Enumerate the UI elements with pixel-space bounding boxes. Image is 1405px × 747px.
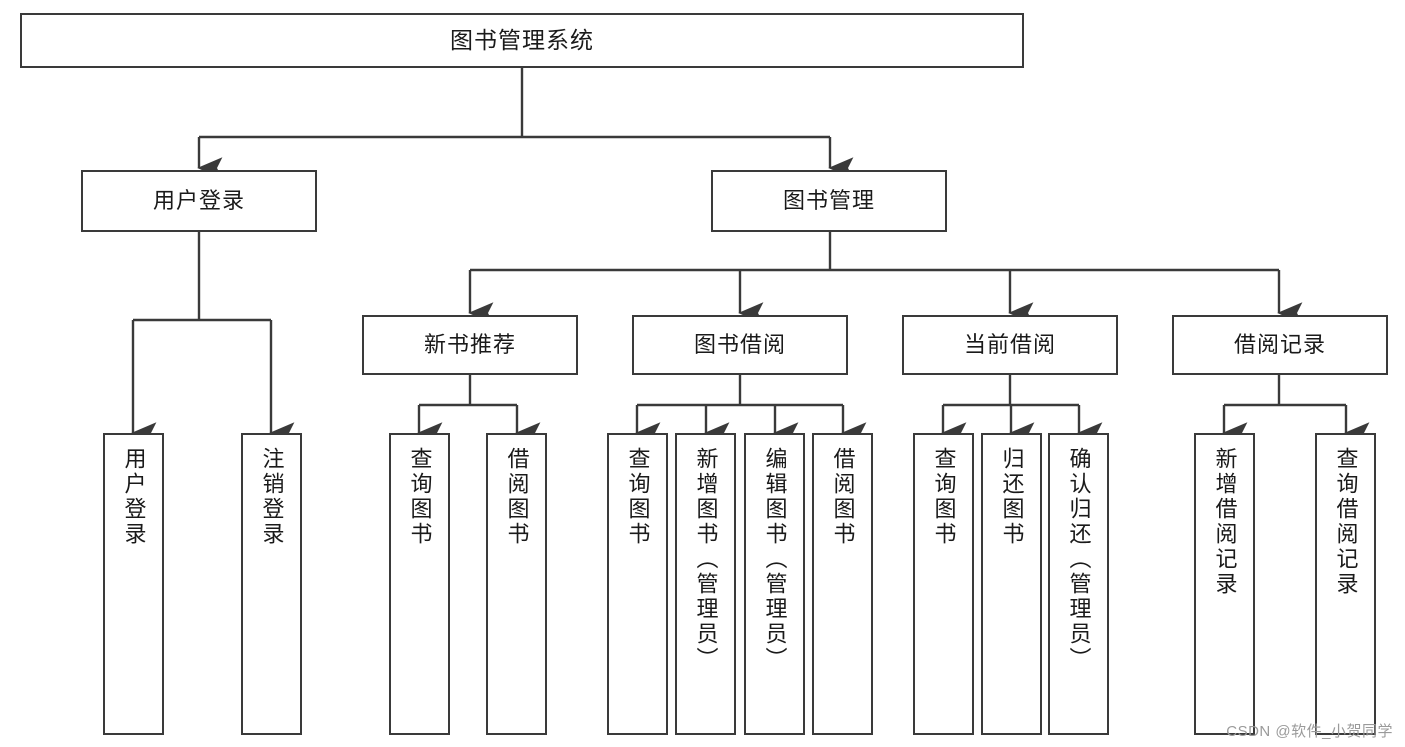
node-label: 查询图书 (931, 447, 957, 547)
node-label: 新书推荐 (423, 332, 516, 358)
node-label: 查询图书 (625, 447, 651, 547)
node-label: 归还图书 (999, 447, 1025, 547)
leaf-user-login[interactable]: 用户登录 (103, 433, 164, 735)
node-label: 图书管理 (782, 188, 875, 214)
leaf-borrow-book-recommend[interactable]: 借阅图书 (486, 433, 547, 735)
node-label: 借阅图书 (504, 447, 530, 547)
node-label: 借阅图书 (830, 447, 856, 547)
node-label: 图书借阅 (693, 332, 786, 358)
node-label: 编辑图书（管理员） (762, 447, 788, 672)
node-borrow-record[interactable]: 借阅记录 (1172, 315, 1388, 375)
node-label: 查询借阅记录 (1333, 447, 1359, 597)
node-label: 用户登录 (152, 188, 245, 214)
leaf-return-book[interactable]: 归还图书 (981, 433, 1042, 735)
leaf-logout[interactable]: 注销登录 (241, 433, 302, 735)
leaf-query-borrow-record[interactable]: 查询借阅记录 (1315, 433, 1376, 735)
node-label: 当前借阅 (963, 332, 1056, 358)
node-label: 图书管理系统 (450, 27, 594, 54)
node-label: 用户登录 (121, 447, 147, 547)
leaf-borrow-book[interactable]: 借阅图书 (812, 433, 873, 735)
leaf-confirm-return-admin[interactable]: 确认归还（管理员） (1048, 433, 1109, 735)
node-root-system[interactable]: 图书管理系统 (20, 13, 1024, 68)
node-label: 新增借阅记录 (1212, 447, 1238, 597)
leaf-add-borrow-record[interactable]: 新增借阅记录 (1194, 433, 1255, 735)
node-book-borrow[interactable]: 图书借阅 (632, 315, 848, 375)
leaf-query-book-recommend[interactable]: 查询图书 (389, 433, 450, 735)
leaf-add-book-admin[interactable]: 新增图书（管理员） (675, 433, 736, 735)
node-label: 查询图书 (407, 447, 433, 547)
node-user-login[interactable]: 用户登录 (81, 170, 317, 232)
leaf-edit-book-admin[interactable]: 编辑图书（管理员） (744, 433, 805, 735)
node-book-management[interactable]: 图书管理 (711, 170, 947, 232)
node-current-borrow[interactable]: 当前借阅 (902, 315, 1118, 375)
node-label: 注销登录 (259, 447, 285, 547)
leaf-query-book-borrow[interactable]: 查询图书 (607, 433, 668, 735)
leaf-query-book-current[interactable]: 查询图书 (913, 433, 974, 735)
node-label: 新增图书（管理员） (693, 447, 719, 672)
node-new-book-recommend[interactable]: 新书推荐 (362, 315, 578, 375)
node-label: 借阅记录 (1233, 332, 1326, 358)
csdn-watermark: CSDN @软件_小贺同学 (1226, 723, 1393, 740)
node-label: 确认归还（管理员） (1066, 447, 1092, 672)
